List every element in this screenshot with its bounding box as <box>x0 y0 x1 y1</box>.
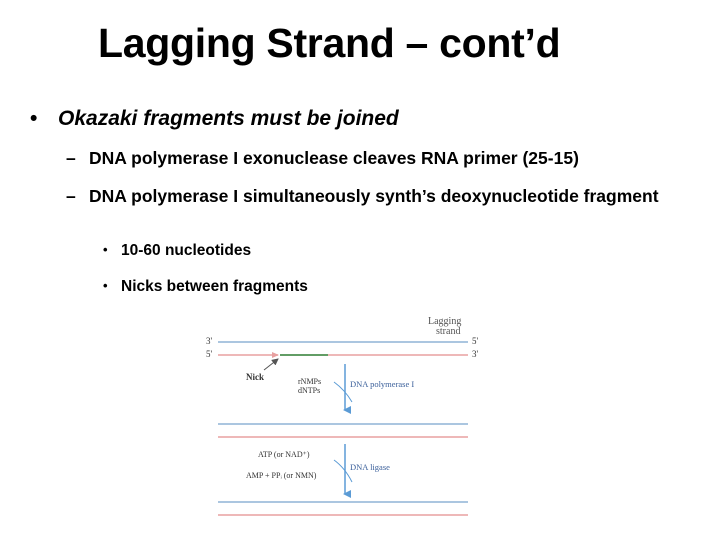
step1-input-dntps: dNTPs <box>298 386 320 395</box>
slide-title: Lagging Strand – cont’d <box>98 20 561 66</box>
step2-inputs: ATP (or NAD⁺) <box>258 450 310 459</box>
reaction-curve-2 <box>333 459 353 483</box>
sub-bullet-2: – DNA polymerase I simultaneously synth’… <box>66 187 666 206</box>
main-bullet-text: Okazaki fragments must be joined <box>58 107 399 130</box>
sub-bullet-marker: – <box>66 186 76 206</box>
sub-sub-bullet-marker: • <box>103 242 108 257</box>
step1-input-rnmps: rNMPs <box>298 377 321 386</box>
sub-bullet-marker: – <box>66 148 76 168</box>
strand-end-label: 5' <box>206 349 213 359</box>
sub-bullet-1: – DNA polymerase I exonuclease cleaves R… <box>66 149 686 168</box>
sub-sub-bullet-text: 10-60 nucleotides <box>121 242 252 259</box>
sub-sub-bullet-text: Nicks between fragments <box>121 278 308 295</box>
nick-pointer-arrow <box>263 358 279 371</box>
strand-end-label: 3' <box>472 349 479 359</box>
diagram-heading-line2: strand <box>436 326 460 337</box>
sub-sub-bullet-marker: • <box>103 278 108 293</box>
diagram-heading-line1: Lagging <box>428 316 461 327</box>
strand-direction-arrow <box>272 352 279 358</box>
nick-label: Nick <box>246 372 264 382</box>
reaction-curve-1 <box>333 381 353 403</box>
bullet-marker: • <box>30 107 38 130</box>
sub-sub-bullet-2: • Nicks between fragments <box>103 278 308 296</box>
main-bullet: • Okazaki fragments must be joined <box>30 107 399 131</box>
step1-enzyme-label: DNA polymerase I <box>350 379 414 389</box>
step2-enzyme-label: DNA ligase <box>350 462 390 472</box>
sub-bullet-text: DNA polymerase I simultaneously synth’s … <box>89 186 659 206</box>
sub-bullet-text: DNA polymerase I exonuclease cleaves RNA… <box>89 148 579 168</box>
strand-end-label: 3' <box>206 336 213 346</box>
strand-end-label: 5' <box>472 336 479 346</box>
sub-sub-bullet-1: • 10-60 nucleotides <box>103 242 251 260</box>
lagging-strand-diagram: Lagging strand 3' 5' 5' 3' Nick rNMPs dN… <box>206 316 479 516</box>
step2-outputs: AMP + PPᵢ (or NMN) <box>246 471 317 480</box>
